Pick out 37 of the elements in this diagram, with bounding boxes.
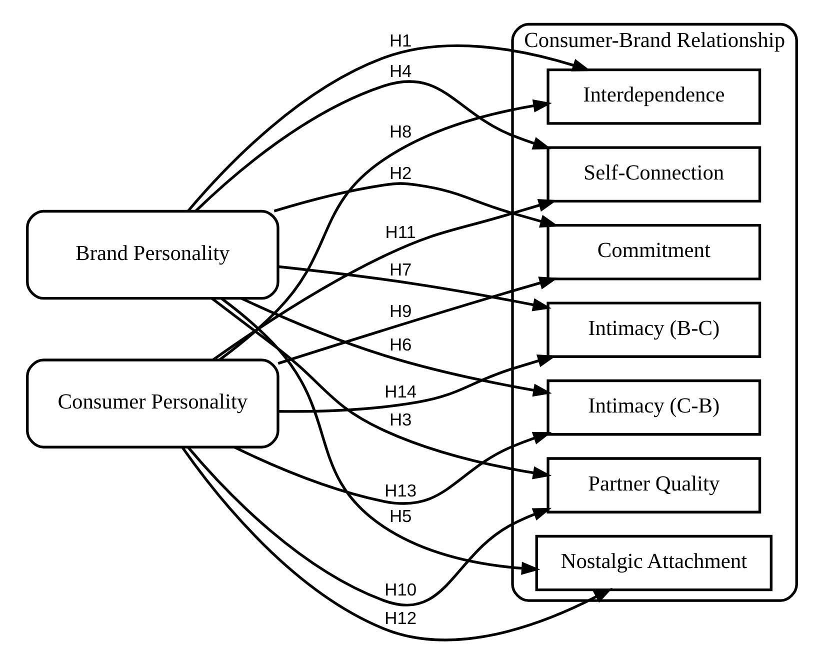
arrow bbox=[234, 432, 552, 505]
edge-label: H8 bbox=[389, 121, 412, 142]
arrow bbox=[278, 276, 558, 365]
arrow bbox=[212, 199, 558, 361]
node-box: Consumer Personality bbox=[26, 358, 280, 448]
node-box: Nostalgic Attachment bbox=[535, 534, 773, 592]
node-box: Self-Connection bbox=[546, 146, 762, 203]
edge-label: H3 bbox=[389, 410, 412, 430]
node-box: Commitment bbox=[546, 224, 762, 280]
arrow bbox=[240, 297, 552, 397]
edge-label: H4 bbox=[389, 61, 412, 82]
edge-label: H13 bbox=[384, 480, 417, 501]
arrow bbox=[278, 354, 556, 413]
node-box: Intimacy (B-C) bbox=[546, 302, 762, 358]
edge-label: H2 bbox=[389, 162, 412, 183]
arrow bbox=[278, 265, 552, 312]
arrow bbox=[181, 446, 613, 642]
arrow bbox=[218, 99, 552, 361]
edge-label: H1 bbox=[389, 30, 412, 50]
edge-label: H10 bbox=[384, 580, 417, 600]
arrow bbox=[211, 298, 552, 480]
arrow bbox=[194, 80, 552, 212]
edge-label: H9 bbox=[389, 300, 412, 321]
edge-label: H11 bbox=[385, 222, 416, 242]
arrow bbox=[274, 182, 559, 228]
edge-label: H12 bbox=[384, 608, 417, 628]
node-box: Brand Personality bbox=[26, 210, 280, 300]
edge-label: H14 bbox=[384, 381, 417, 402]
node-box: Intimacy (C-B) bbox=[546, 379, 762, 436]
arrow bbox=[187, 44, 592, 212]
node-box: Partner Quality bbox=[546, 457, 762, 514]
node-box: Interdependence bbox=[546, 68, 762, 125]
edge-label: H5 bbox=[389, 506, 412, 526]
arrow bbox=[220, 298, 540, 575]
arrow bbox=[187, 446, 552, 606]
edge-label: H7 bbox=[389, 259, 412, 280]
edge-label: H6 bbox=[389, 334, 412, 354]
